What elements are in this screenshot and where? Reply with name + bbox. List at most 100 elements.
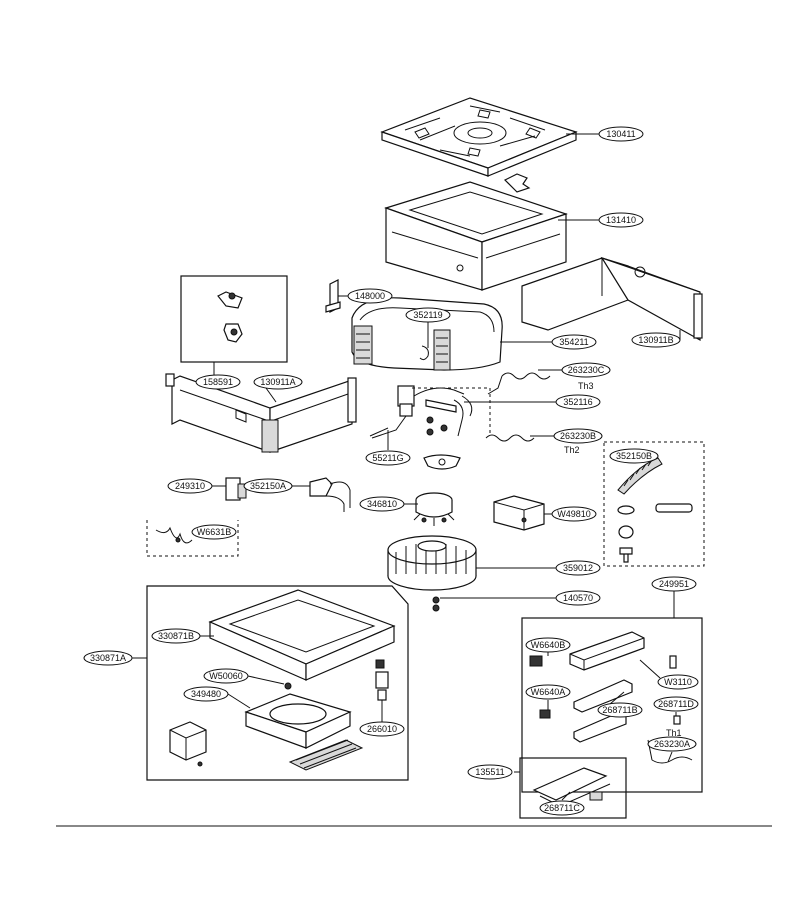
callout-label: 131410 bbox=[606, 215, 636, 225]
group-box-w6631b bbox=[146, 520, 239, 557]
part-266010 bbox=[375, 671, 389, 701]
callout-130911A: 130911A bbox=[253, 374, 303, 390]
leader-lines bbox=[130, 133, 681, 801]
part-fan-motor bbox=[413, 492, 455, 526]
callout-263230A: 263230A bbox=[647, 736, 697, 752]
callout-label: 249951 bbox=[659, 579, 689, 589]
callout-W49810: W49810 bbox=[551, 506, 597, 522]
callout-249310: 249310 bbox=[167, 478, 213, 494]
callout-148000: 148000 bbox=[347, 288, 393, 304]
part-hose-group bbox=[617, 457, 693, 563]
group-box-249951 bbox=[521, 617, 703, 793]
callout-label: 346810 bbox=[367, 499, 397, 509]
callout-158591: 158591 bbox=[195, 374, 241, 390]
callout-label: 352150B bbox=[616, 451, 652, 461]
part-corner-box bbox=[169, 721, 207, 767]
callout-label: W49810 bbox=[557, 509, 591, 519]
callout-352150A: 352150A bbox=[243, 478, 293, 494]
callout-W6631B: W6631B bbox=[191, 524, 237, 540]
part-front-grille bbox=[208, 589, 396, 681]
callout-label: 130411 bbox=[606, 129, 635, 139]
part-motor-mount bbox=[423, 454, 461, 470]
callout-352116: 352116 bbox=[555, 394, 601, 410]
callout-354211: 354211 bbox=[551, 334, 597, 350]
callout-268711B: 268711B bbox=[597, 702, 643, 718]
part-small-clip bbox=[503, 173, 531, 193]
callout-266010: 266010 bbox=[359, 721, 405, 737]
callout-346810: 346810 bbox=[359, 496, 405, 512]
callout-label: 130911A bbox=[260, 377, 295, 387]
callout-131410: 131410 bbox=[598, 212, 644, 228]
sensor-dash-line bbox=[412, 387, 491, 436]
sensor-wire-th2 bbox=[485, 434, 535, 442]
callout-label: 352150A bbox=[250, 481, 286, 491]
callout-label: 55211G bbox=[372, 453, 403, 463]
callout-label: 352119 bbox=[413, 310, 442, 320]
callout-label: 352116 bbox=[563, 397, 592, 407]
part-bracket-148000 bbox=[325, 279, 341, 313]
group-box-330871a bbox=[146, 585, 409, 781]
callout-130411: 130411 bbox=[598, 126, 644, 142]
callout-label: 268711B bbox=[602, 705, 637, 715]
part-blower-fan bbox=[387, 535, 477, 591]
callout-249951: 249951 bbox=[651, 576, 697, 592]
part-top-panel bbox=[380, 97, 578, 177]
part-pcb-assembly bbox=[529, 631, 693, 764]
callout-label: 249310 bbox=[175, 481, 205, 491]
callout-359012: 359012 bbox=[555, 560, 601, 576]
callout-263230B: 263230B bbox=[553, 428, 603, 444]
callout-W6640A: W6640A bbox=[525, 684, 571, 700]
part-filter-bottom bbox=[288, 739, 364, 771]
note-th2: Th2 bbox=[564, 445, 580, 455]
part-nut-140570 bbox=[432, 596, 440, 612]
part-249310 bbox=[225, 477, 247, 501]
group-box-352150b bbox=[603, 441, 705, 567]
part-pcb-135511 bbox=[532, 767, 611, 807]
callout-268711C: 268711C bbox=[539, 800, 585, 816]
callout-label: 330871A bbox=[90, 653, 126, 663]
callout-W50060: W50060 bbox=[203, 668, 249, 684]
callout-W6640B: W6640B bbox=[525, 637, 571, 653]
callout-label: W6631B bbox=[197, 527, 232, 537]
callout-352119: 352119 bbox=[405, 307, 451, 323]
callout-label: 354211 bbox=[559, 337, 588, 347]
callout-label: 135511 bbox=[475, 767, 504, 777]
callout-label: 268711C bbox=[544, 803, 580, 813]
callout-label: W6640B bbox=[531, 640, 566, 650]
group-box-158591 bbox=[180, 275, 288, 363]
callout-label: 349480 bbox=[191, 689, 221, 699]
callout-352150B: 352150B bbox=[609, 448, 659, 464]
part-screw-w50060 bbox=[284, 682, 292, 690]
callout-label: 158591 bbox=[203, 377, 233, 387]
callout-label: 148000 bbox=[355, 291, 385, 301]
sensor-wire-th3 bbox=[487, 372, 551, 395]
part-clips-158591 bbox=[217, 291, 243, 343]
part-filter-frame-349480 bbox=[244, 693, 352, 749]
note-th1: Th1 bbox=[666, 728, 682, 738]
callout-55211G: 55211G bbox=[365, 450, 411, 466]
callout-label: 263230C bbox=[568, 365, 605, 375]
callout-label: 359012 bbox=[563, 563, 593, 573]
note-th3: Th3 bbox=[578, 381, 594, 391]
callout-label: W6640A bbox=[531, 687, 566, 697]
callout-label: 263230A bbox=[654, 739, 690, 749]
callout-140570: 140570 bbox=[555, 590, 601, 606]
callout-label: W50060 bbox=[209, 671, 243, 681]
callout-label: 130911B bbox=[638, 335, 673, 345]
callout-263230C: 263230C bbox=[561, 362, 611, 378]
callout-label: 140570 bbox=[563, 593, 593, 603]
part-valve-assembly bbox=[369, 385, 473, 439]
callout-330871A: 330871A bbox=[83, 650, 133, 666]
group-box-135511 bbox=[519, 757, 627, 819]
part-side-panel-b bbox=[521, 256, 703, 342]
callout-349480: 349480 bbox=[183, 686, 229, 702]
part-heat-exchanger bbox=[351, 297, 503, 371]
callout-label: 263230B bbox=[560, 431, 596, 441]
part-pipe-352150A bbox=[309, 477, 351, 512]
part-drain-pan bbox=[384, 181, 568, 291]
part-control-panel-a bbox=[165, 373, 357, 453]
callout-130911B: 130911B bbox=[631, 332, 681, 348]
callout-135511: 135511 bbox=[467, 764, 513, 780]
callout-label: 268711D bbox=[658, 699, 694, 709]
